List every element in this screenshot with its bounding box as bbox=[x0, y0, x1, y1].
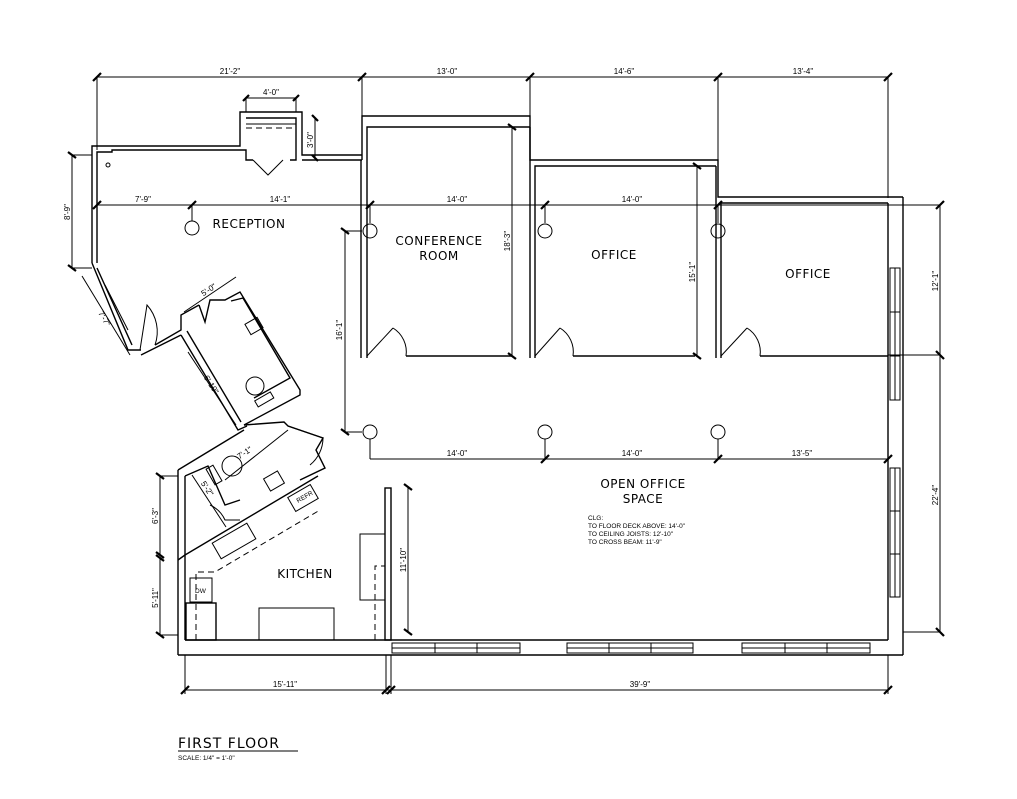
dim-top-4: 13'-4" bbox=[793, 67, 814, 76]
columns bbox=[184, 205, 726, 459]
ceiling-note: CLG: TO FLOOR DECK ABOVE: 14'-0" TO CEIL… bbox=[588, 515, 686, 546]
dim-top-3: 14'-6" bbox=[614, 67, 635, 76]
room-conference-line1: CONFERENCE bbox=[395, 234, 482, 248]
dim-upper-3: 14'-0" bbox=[447, 195, 468, 204]
room-reception: RECEPTION bbox=[213, 217, 286, 231]
room-open-office-line2: SPACE bbox=[623, 492, 664, 506]
dim-upper-1: 7'-9" bbox=[135, 195, 151, 204]
dim-mid-1: 14'-0" bbox=[447, 449, 468, 458]
dim-stair-width: 4'-0" bbox=[263, 88, 279, 97]
room-office-2: OFFICE bbox=[785, 267, 831, 281]
dim-mid-2: 14'-0" bbox=[622, 449, 643, 458]
dishwasher-label: DW bbox=[195, 588, 207, 595]
dim-right-top: 12'-1" bbox=[931, 271, 940, 292]
ceiling-note-line3: TO CROSS BEAM: 11'-9" bbox=[588, 539, 662, 546]
drawing-title: FIRST FLOOR SCALE: 1/4" = 1'-0" bbox=[178, 736, 298, 762]
room-kitchen: KITCHEN bbox=[277, 567, 333, 581]
room-open-office-line1: OPEN OFFICE bbox=[600, 477, 685, 491]
dim-upper-4: 14'-0" bbox=[622, 195, 643, 204]
dim-bath1-depth: 6'-10" bbox=[202, 374, 221, 396]
dim-kitchen-wall: 11'-10" bbox=[399, 548, 408, 572]
dim-office-height: 15'-1" bbox=[688, 262, 697, 283]
room-labels: RECEPTION CONFERENCE ROOM OFFICE OFFICE … bbox=[213, 217, 831, 581]
ceiling-note-line1: TO FLOOR DECK ABOVE: 14'-0" bbox=[588, 523, 686, 530]
dim-mid-3: 13'-5" bbox=[792, 449, 813, 458]
ceiling-note-line2: TO CEILING JOISTS: 12'-10" bbox=[588, 531, 674, 538]
title: FIRST FLOOR bbox=[178, 736, 280, 752]
dim-left-top: 8'-9" bbox=[63, 204, 72, 220]
dim-conference-height: 18'-3" bbox=[503, 231, 512, 252]
dim-top-1: 21'-2" bbox=[220, 67, 241, 76]
scale: SCALE: 1/4" = 1'-0" bbox=[178, 755, 235, 762]
dim-right-bottom: 22'-4" bbox=[931, 485, 940, 506]
ceiling-note-heading: CLG: bbox=[588, 515, 603, 522]
windows bbox=[391, 267, 901, 654]
top-dimensions: 21'-2" 13'-0" 14'-6" 13'-4" 4'-0" 3'-0" bbox=[92, 67, 893, 198]
dim-bottom-1: 15'-11" bbox=[273, 680, 297, 689]
dim-column-span: 16'-1" bbox=[335, 320, 344, 341]
dim-left-bottom: 5'-11" bbox=[151, 588, 160, 608]
room-conference-line2: ROOM bbox=[419, 249, 459, 263]
dim-left-mid: 6'-3" bbox=[151, 508, 160, 524]
dim-stair-depth: 3'-0" bbox=[306, 132, 315, 148]
dim-left-diag: 7'-7" bbox=[96, 310, 112, 328]
room-office-1: OFFICE bbox=[591, 248, 637, 262]
interior-dimensions: 7'-9" 14'-1" 14'-0" 14'-0" 14'-0" 14'-0"… bbox=[63, 123, 945, 695]
dim-bath2-width: 7'-1" bbox=[236, 445, 254, 461]
dim-upper-2: 14'-1" bbox=[270, 195, 291, 204]
dim-bottom-2: 39'-9" bbox=[630, 680, 651, 689]
dim-top-2: 13'-0" bbox=[437, 67, 458, 76]
